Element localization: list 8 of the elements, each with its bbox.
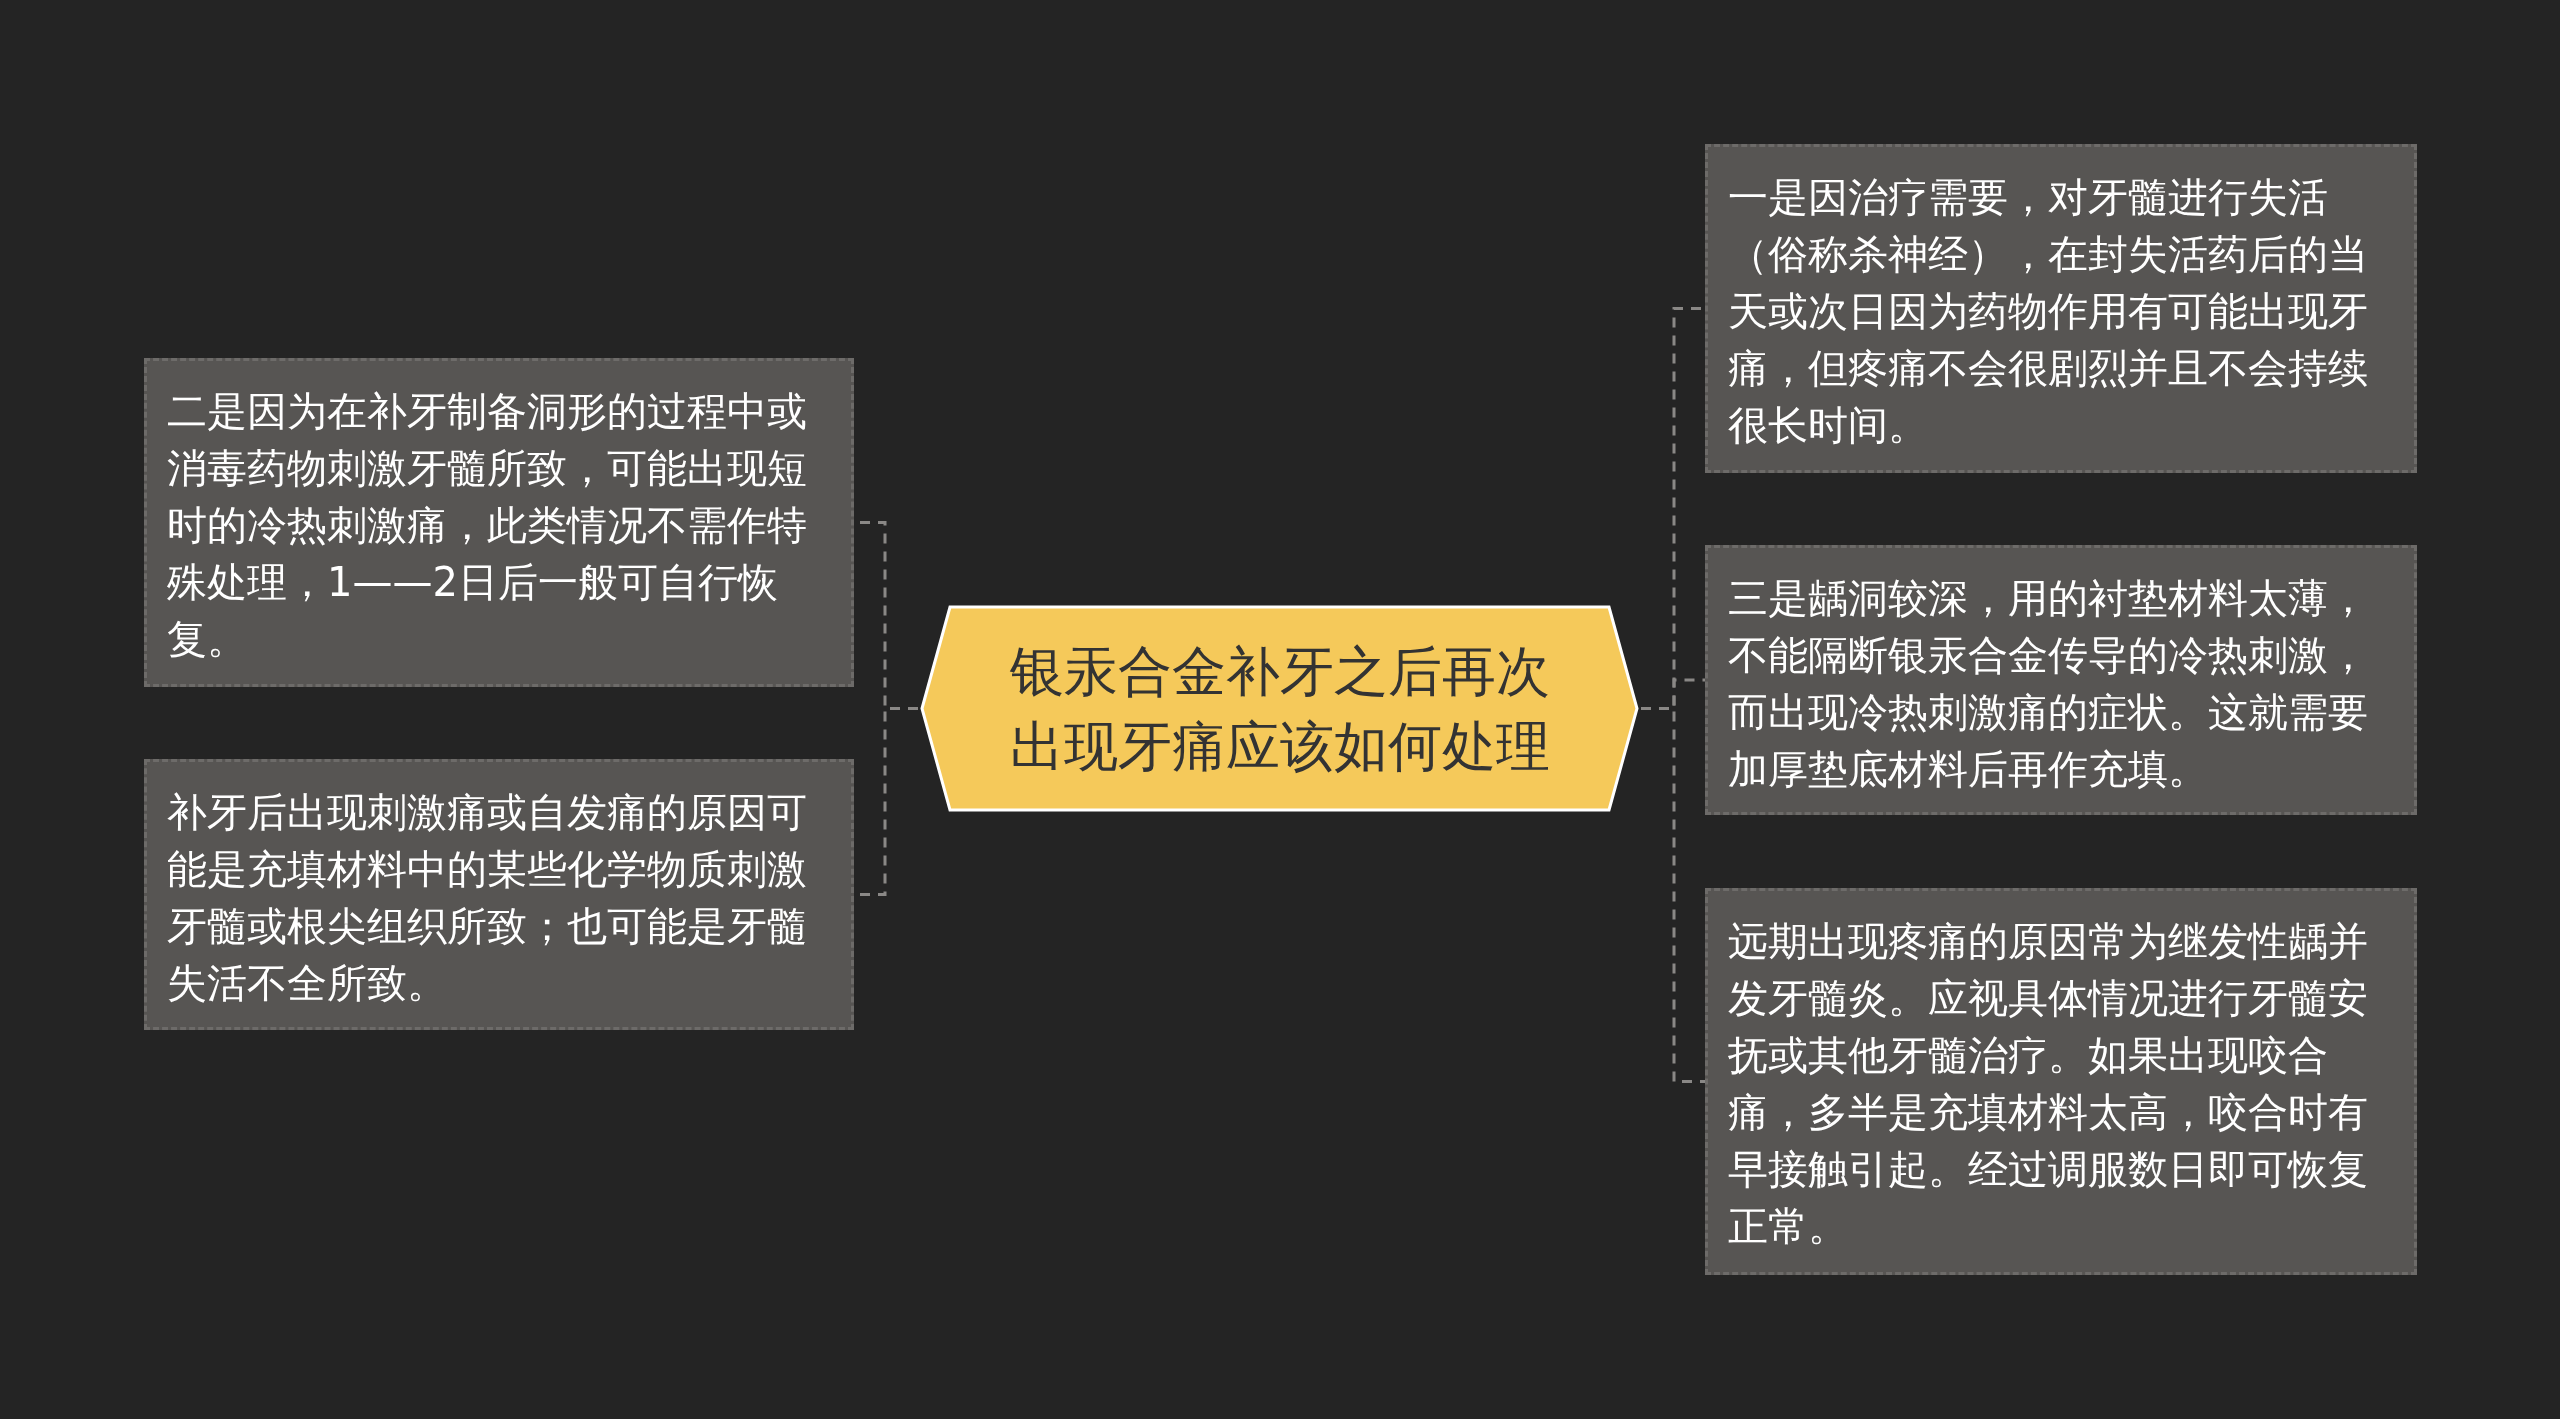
connector-line <box>1641 707 1705 1083</box>
text-box: 三是龋洞较深，用的衬垫材料太薄，不能隔断银汞合金传导的冷热刺激，而出现冷热刺激痛的症状。这就需要加厚垫底材料后再作充填。 <box>1705 545 2417 815</box>
hexagon-node <box>918 604 1641 813</box>
text-box: 补牙后出现刺激痛或自发痛的原因可能是充填材料中的某些化学物质刺激牙髓或根尖组织所致；也可能是牙髓失活不全所致。 <box>144 759 854 1030</box>
node-title: 银汞合金补牙之后再次出现牙痛应该如何处理 <box>1008 638 1551 780</box>
text-box: 二是因为在补牙制备洞形的过程中或消毒药物刺激牙髓所致，可能出现短时的冷热刺激痛，此类情况不需作特殊处理，1——2日后一般可自行恢复。 <box>144 358 854 687</box>
text-box: 远期出现疼痛的原因常为继发性龋并发牙髓炎。应视具体情况进行牙髓安抚或其他牙髓治疗。如果出现咬合痛，多半是充填材料太高，咬合时有早接触引起。经过调服数日即可恢复正常。 <box>1705 888 2417 1275</box>
text-box: 一是因治疗需要，对牙髓进行失活（俗称杀神经），在封失活药后的当天或次日因为药物作用有可能出现牙痛，但疼痛不会很剧烈并且不会持续很长时间。 <box>1705 144 2417 473</box>
